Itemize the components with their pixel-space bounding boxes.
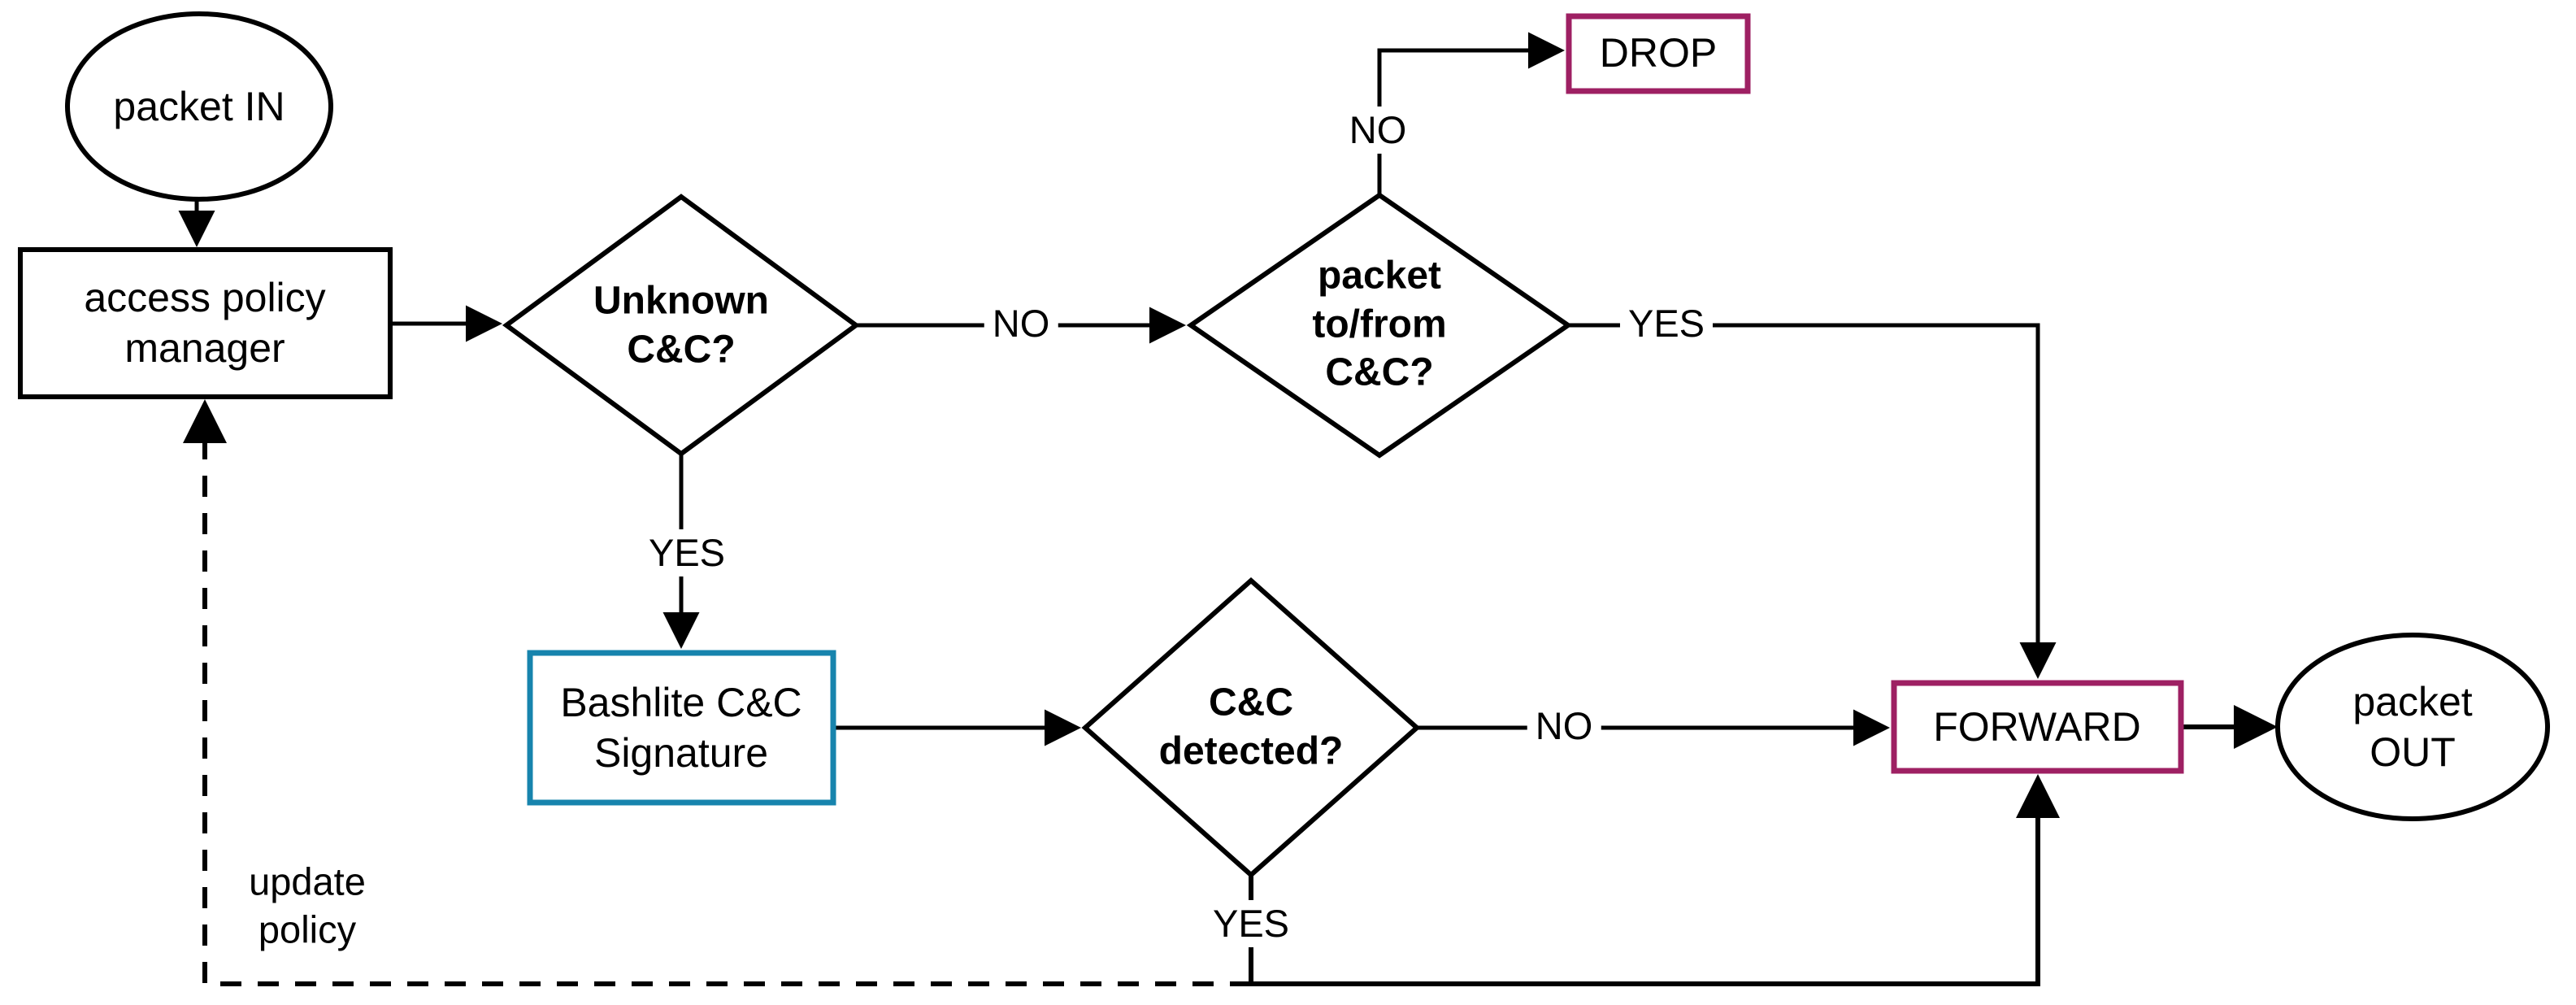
packet-to-from-cc-shape (1186, 192, 1573, 459)
forward-shape (1891, 680, 2184, 774)
packet-in-shape (65, 11, 333, 202)
access-policy-manager-shape (18, 247, 393, 399)
edge-update-policy-feedback (183, 399, 1251, 986)
packet-out-shape (2275, 633, 2550, 821)
drop-shape (1566, 13, 1751, 94)
unknown-cc-shape (502, 194, 861, 457)
cc-detected-shape (1081, 576, 1421, 879)
bashlite-signature-shape (527, 650, 836, 806)
edge-cc-detected-yes-to-forward (1249, 774, 2060, 986)
edge-packet-to-from-cc-no-to-drop (1377, 32, 1565, 195)
edge-packet-to-from-cc-yes-to-forward (1568, 323, 2057, 679)
